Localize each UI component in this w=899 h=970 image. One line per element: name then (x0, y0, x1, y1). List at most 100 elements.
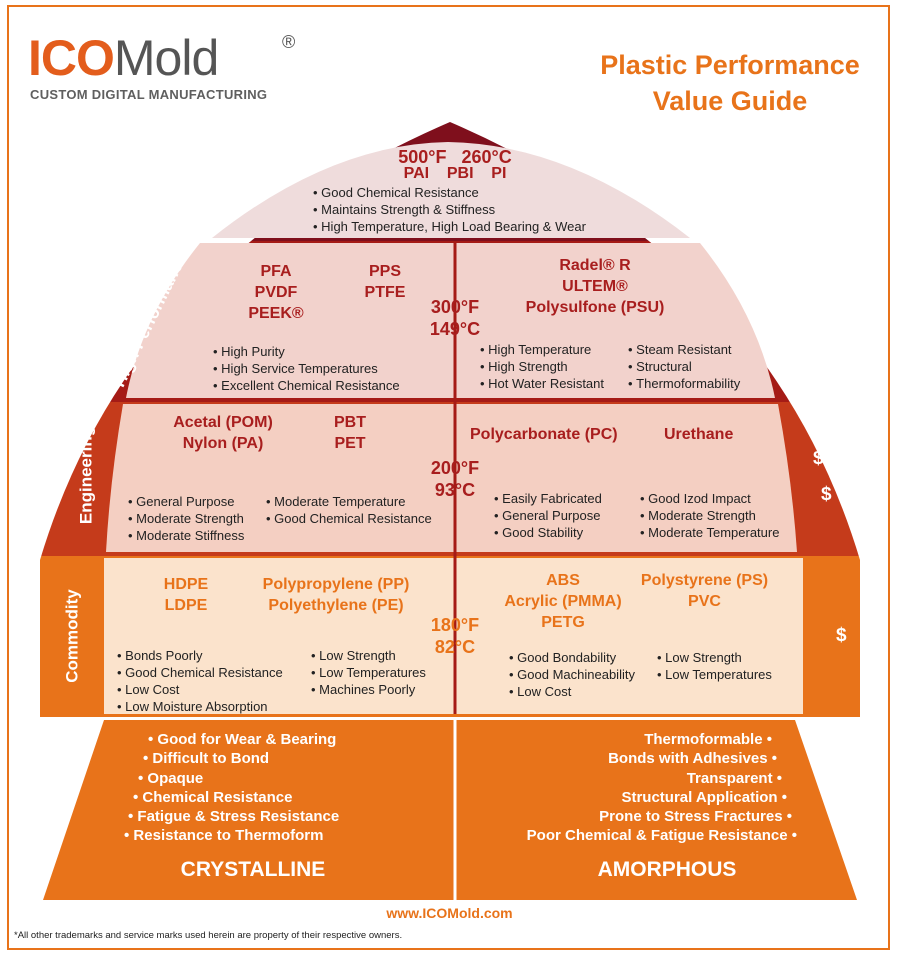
material-name: PFA (260, 263, 292, 280)
temp-c: 93°C (434, 479, 476, 500)
high-perf-materials-a: PFA PVDF PEEK® (226, 262, 326, 324)
bullet: Low Moisture Absorption (117, 698, 283, 715)
bullet: Low Cost (509, 683, 635, 700)
material-name: PBT (334, 414, 366, 431)
bullet: Structural (628, 358, 740, 375)
icomold-logo: ICOMold (28, 30, 219, 86)
imidized-temp: 500°F 260°C (398, 147, 512, 167)
material-name: PTFE (364, 283, 406, 301)
property: Thermoformable (470, 730, 772, 749)
property: Transparent (470, 769, 782, 788)
material-name: PPS (368, 263, 401, 280)
logo-tagline: CUSTOM DIGITAL MANUFACTURING (30, 87, 268, 102)
imidized-bullets: Good Chemical Resistance Maintains Stren… (313, 184, 586, 235)
material-name: PVC (688, 592, 721, 610)
commodity-materials-a: HDPE LDPE (150, 575, 222, 617)
bullet: High Strength (480, 358, 604, 375)
dollar-icon: $ (632, 158, 643, 179)
engineering-materials-b: PBT PET (315, 413, 385, 455)
material-name: ULTEM® (562, 277, 628, 295)
bullet: Steam Resistant (628, 341, 740, 358)
bullet: Moderate Strength (128, 510, 244, 527)
material-name: ABS (546, 572, 580, 589)
bullet: Low Cost (117, 681, 283, 698)
high-perf-left-bullets: High Purity High Service Temperatures Ex… (213, 343, 400, 394)
material-name: Polystyrene (PS) (640, 572, 769, 589)
commodity-materials-b: Polypropylene (PP) Polyethylene (PE) (246, 575, 426, 617)
temp-c: 82°C (434, 636, 476, 657)
engineering-right-bullets-a: Easily Fabricated General Purpose Good S… (494, 490, 602, 541)
commodity-materials-right-b: Polystyrene (PS) PVC (627, 571, 782, 613)
bullet: Moderate Stiffness (128, 527, 244, 544)
property: Resistance to Thermoform (124, 826, 339, 845)
property: Difficult to Bond (143, 749, 339, 768)
material-name: Radel® R (559, 257, 631, 274)
high-perf-materials-b: PPS PTFE (345, 262, 425, 304)
dollar-icon: $ (775, 336, 786, 357)
material-name: LDPE (164, 596, 208, 614)
engineering-temp: 200°F 93°C (420, 458, 490, 502)
engineering-material-urethane: Urethane (664, 426, 734, 443)
high-perf-right-bullets-a: High Temperature High Strength Hot Water… (480, 341, 604, 392)
property: Chemical Resistance (133, 788, 339, 807)
commodity-temp: 180°F 82°C (420, 615, 490, 659)
bullet: Easily Fabricated (494, 490, 602, 507)
high-perf-right-bullets-b: Steam Resistant Structural Thermoformabi… (628, 341, 740, 392)
property: Good for Wear & Bearing (148, 730, 339, 749)
material-name: Acrylic (PMMA) (504, 592, 622, 610)
property: Opaque (138, 769, 339, 788)
property: Structural Application (470, 788, 787, 807)
property: Bonds with Adhesives (470, 749, 777, 768)
bullet: Thermoformability (628, 375, 740, 392)
bullet: Good Chemical Resistance (117, 664, 283, 681)
commodity-left-bullets-b: Low Strength Low Temperatures Machines P… (311, 647, 426, 698)
bullet: Good Izod Impact (640, 490, 779, 507)
trademark-footnote: *All other trademarks and service marks … (14, 930, 403, 941)
temp-f: 180°F (430, 615, 480, 635)
material-name: HDPE (163, 576, 209, 593)
engineering-left-bullets-b: Moderate Temperature Good Chemical Resis… (266, 493, 432, 527)
dollar-icon: $ (813, 448, 824, 469)
bullet: High Temperature, High Load Bearing & We… (313, 218, 586, 235)
bullet: Low Strength (657, 649, 772, 666)
commodity-right-bullets-b: Low Strength Low Temperatures (657, 649, 772, 683)
bullet: Moderate Temperature (266, 493, 432, 510)
material-name: PEEK® (248, 304, 304, 322)
high-perf-temp: 300°F 149°C (420, 297, 490, 341)
dollar-icon: $ (759, 304, 770, 325)
bullet: High Purity (213, 343, 400, 360)
page-title-line2: Value Guide (652, 86, 808, 116)
dollar-icon: $ (821, 484, 832, 505)
dollar-icon: $ (658, 178, 669, 199)
material-name: Acetal (POM) (173, 414, 273, 431)
property: Fatigue & Stress Resistance (128, 807, 339, 826)
imidized-materials: PAI PBI PI (403, 165, 507, 182)
tier-label-engineering: Engineering (76, 425, 96, 525)
logo-registered-mark: ® (282, 32, 296, 52)
dollar-icon: $ (836, 625, 847, 646)
bullet: Good Machineability (509, 666, 635, 683)
property: Poor Chemical & Fatigue Resistance (470, 826, 797, 845)
logo-mold: Mold (113, 30, 219, 86)
logo-ico: ICO (28, 30, 115, 86)
high-perf-materials-right: Radel® R ULTEM® Polysulfone (PSU) (505, 256, 685, 318)
temp-f: 300°F (430, 297, 480, 317)
bullet: Bonds Poorly (117, 647, 283, 664)
dollar-icon: $ (741, 272, 752, 293)
dollar-icon: $ (684, 202, 695, 223)
material-name: PVDF (254, 283, 298, 301)
amorphous-properties: Thermoformable Bonds with Adhesives Tran… (470, 730, 797, 846)
engineering-material-pc: Polycarbonate (PC) (470, 426, 618, 443)
commodity-right-bullets-a: Good Bondability Good Machineability Low… (509, 649, 635, 700)
dollar-icon: $ (605, 142, 616, 163)
bullet: High Service Temperatures (213, 360, 400, 377)
property: Prone to Stress Fractures (470, 807, 792, 826)
bullet: Excellent Chemical Resistance (213, 377, 399, 394)
page-border (7, 5, 890, 950)
temp-c: 149°C (429, 318, 481, 339)
website-link[interactable]: www.ICOMold.com (386, 905, 513, 921)
engineering-right-bullets-b: Good Izod Impact Moderate Strength Moder… (640, 490, 779, 541)
bullet: Low Strength (311, 647, 426, 664)
material-name: Polyethylene (PE) (268, 596, 404, 614)
